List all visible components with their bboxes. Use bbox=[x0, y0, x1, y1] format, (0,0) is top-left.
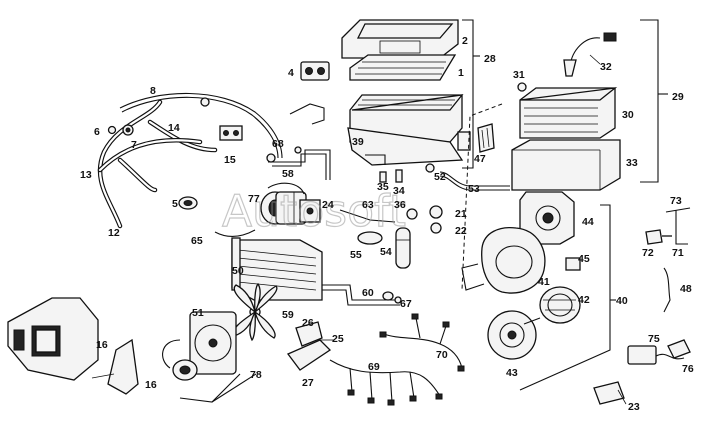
heater-core-frame bbox=[349, 54, 457, 81]
blower-wheel bbox=[539, 286, 581, 324]
blower-scroll bbox=[461, 226, 546, 294]
callout-73: 73 bbox=[670, 195, 682, 207]
callout-24: 24 bbox=[322, 199, 334, 211]
callout-63: 63 bbox=[362, 199, 374, 211]
callout-23: 23 bbox=[628, 401, 640, 413]
callout-16-top: 16 bbox=[96, 339, 108, 351]
blower-motor bbox=[487, 310, 541, 360]
callout-2: 2 bbox=[462, 35, 468, 47]
callout-39: 39 bbox=[352, 136, 364, 148]
callout-15: 15 bbox=[224, 154, 236, 166]
callout-69: 69 bbox=[368, 361, 380, 373]
clip-pair bbox=[300, 61, 330, 81]
evaporator-case bbox=[347, 94, 471, 166]
callout-33: 33 bbox=[626, 157, 638, 169]
callout-7: 7 bbox=[131, 139, 137, 151]
air-duct bbox=[7, 297, 99, 381]
callout-30: 30 bbox=[622, 109, 634, 121]
condenser bbox=[231, 237, 323, 301]
callout-47: 47 bbox=[474, 153, 486, 165]
fan-shroud bbox=[189, 311, 237, 375]
callout-45: 45 bbox=[578, 253, 590, 265]
callout-76: 76 bbox=[682, 363, 694, 375]
sensor-parts bbox=[517, 32, 617, 92]
callout-21: 21 bbox=[455, 208, 467, 220]
heater-hoses bbox=[97, 99, 218, 229]
blower-housing bbox=[519, 191, 575, 245]
callout-32: 32 bbox=[600, 61, 612, 73]
callout-22: 22 bbox=[455, 225, 467, 237]
callout-1: 1 bbox=[458, 67, 464, 79]
callout-13: 13 bbox=[80, 169, 92, 181]
callout-65: 65 bbox=[191, 235, 203, 247]
compressor bbox=[260, 182, 307, 225]
heater-pipe bbox=[119, 92, 283, 159]
callout-44: 44 bbox=[582, 216, 594, 228]
wiring-harness-70 bbox=[379, 313, 465, 372]
callout-78: 78 bbox=[250, 369, 262, 381]
callout-54: 54 bbox=[380, 246, 392, 258]
callout-68: 68 bbox=[272, 138, 284, 150]
callout-5: 5 bbox=[172, 198, 178, 210]
callout-4: 4 bbox=[288, 67, 294, 79]
callout-25: 25 bbox=[332, 333, 344, 345]
condenser-fan bbox=[232, 282, 278, 342]
callout-50: 50 bbox=[232, 265, 244, 277]
callout-35: 35 bbox=[377, 181, 389, 193]
callout-40: 40 bbox=[616, 295, 628, 307]
callout-75: 75 bbox=[648, 333, 660, 345]
aux-heater-core bbox=[519, 87, 618, 139]
callout-14: 14 bbox=[168, 122, 180, 134]
callout-31: 31 bbox=[513, 69, 525, 81]
callout-58: 58 bbox=[282, 168, 294, 180]
callout-16-bottom: 16 bbox=[145, 379, 157, 391]
callout-6: 6 bbox=[94, 126, 100, 138]
filter-element bbox=[461, 103, 503, 291]
aux-heater-tray bbox=[511, 139, 621, 191]
callout-41: 41 bbox=[538, 276, 550, 288]
callout-70: 70 bbox=[436, 349, 448, 361]
callout-26: 26 bbox=[302, 317, 314, 329]
callout-67: 67 bbox=[400, 298, 412, 310]
wiring-harness-69 bbox=[329, 359, 443, 406]
callout-8: 8 bbox=[150, 85, 156, 97]
callout-77: 77 bbox=[248, 193, 260, 205]
callout-27: 27 bbox=[302, 377, 314, 389]
callout-59: 59 bbox=[282, 309, 294, 321]
callout-28: 28 bbox=[484, 53, 496, 65]
callout-43: 43 bbox=[506, 367, 518, 379]
callout-52: 52 bbox=[434, 171, 446, 183]
callout-36: 36 bbox=[394, 199, 406, 211]
callout-53: 53 bbox=[468, 183, 480, 195]
callout-71: 71 bbox=[672, 247, 684, 259]
heater-box-cover bbox=[341, 19, 459, 59]
callout-42: 42 bbox=[578, 294, 590, 306]
callout-55: 55 bbox=[350, 249, 362, 261]
fan-motor bbox=[162, 339, 198, 381]
callout-34: 34 bbox=[393, 185, 405, 197]
callout-12: 12 bbox=[108, 227, 120, 239]
callout-48: 48 bbox=[680, 283, 692, 295]
duct-bracket bbox=[91, 338, 139, 395]
callout-29: 29 bbox=[672, 91, 684, 103]
callout-72: 72 bbox=[642, 247, 654, 259]
callout-51: 51 bbox=[192, 307, 204, 319]
watermark-text: Autosoft bbox=[222, 186, 406, 237]
callout-60: 60 bbox=[362, 287, 374, 299]
